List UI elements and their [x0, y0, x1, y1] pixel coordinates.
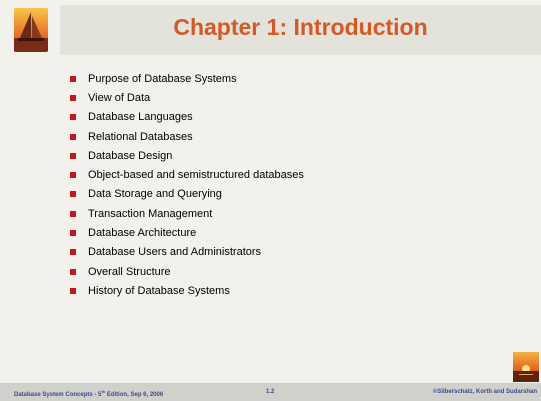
list-item: View of Data: [70, 88, 304, 107]
bullet-text: Data Storage and Querying: [88, 188, 222, 201]
footer-edition-sup: th: [101, 389, 106, 394]
header-bar: [60, 5, 541, 55]
list-item: Database Users and Administrators: [70, 243, 304, 262]
slide-number: 1.2: [266, 389, 275, 395]
square-bullet-icon: [70, 172, 76, 179]
square-bullet-icon: [70, 249, 76, 256]
square-bullet-icon: [70, 287, 76, 294]
footer-book-info: Database System Concepts - 5th Edition, …: [14, 389, 163, 398]
bullet-text: Purpose of Database Systems: [88, 72, 237, 85]
bullet-text: Transaction Management: [88, 207, 213, 220]
list-item: Relational Databases: [70, 127, 304, 146]
sailboat-sunset-icon: [14, 8, 48, 52]
footer-edition-date: Edition, Sep 6, 2006: [105, 392, 164, 398]
bullet-text: View of Data: [88, 91, 151, 104]
list-item: Database Languages: [70, 108, 304, 127]
bullet-text: Database Architecture: [88, 227, 197, 240]
square-bullet-icon: [70, 230, 76, 237]
bullet-text: Database Languages: [88, 111, 193, 124]
square-bullet-icon: [70, 210, 76, 217]
footer-copyright: ©Silberschatz, Korth and Sudarshan: [432, 389, 537, 395]
bullet-text: Overall Structure: [88, 265, 171, 278]
square-bullet-icon: [70, 114, 76, 121]
square-bullet-icon: [70, 133, 76, 140]
bullet-text: Database Users and Administrators: [88, 246, 262, 259]
footer-bar: [0, 383, 541, 401]
slide-title: Chapter 1: Introduction: [173, 14, 428, 40]
list-item: Database Design: [70, 146, 304, 165]
footer-book-title: Database System Concepts - 5: [14, 392, 102, 398]
square-bullet-icon: [70, 94, 76, 101]
bullet-text: Object-based and semistructured database…: [88, 169, 304, 182]
square-bullet-icon: [70, 75, 76, 82]
list-item: Transaction Management: [70, 204, 304, 223]
list-item: Object-based and semistructured database…: [70, 165, 304, 184]
bullet-list: Purpose of Database Systems View of Data…: [70, 69, 304, 301]
sunset-icon: [513, 352, 539, 382]
list-item: History of Database Systems: [70, 281, 304, 300]
list-item: Overall Structure: [70, 262, 304, 281]
list-item: Data Storage and Querying: [70, 185, 304, 204]
bullet-text: Database Design: [88, 149, 173, 162]
bullet-text: History of Database Systems: [88, 284, 230, 297]
square-bullet-icon: [70, 191, 76, 198]
bullet-text: Relational Databases: [88, 130, 193, 143]
square-bullet-icon: [70, 268, 76, 275]
list-item: Database Architecture: [70, 223, 304, 242]
square-bullet-icon: [70, 152, 76, 159]
list-item: Purpose of Database Systems: [70, 69, 304, 88]
